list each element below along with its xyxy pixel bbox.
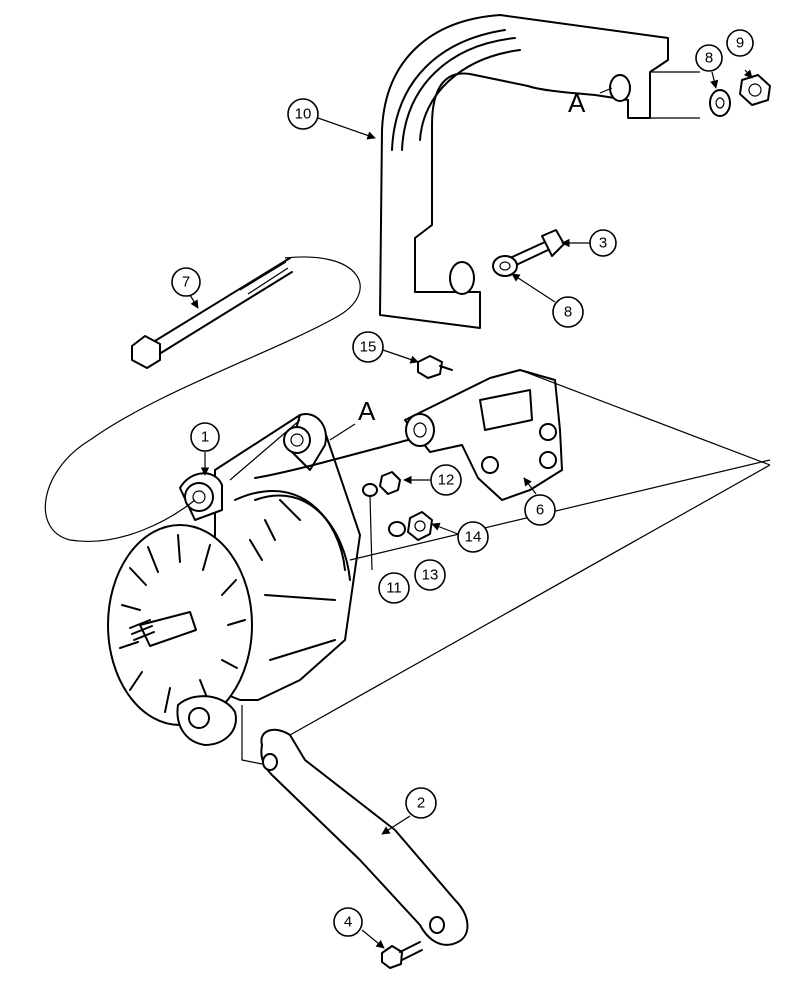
svg-text:6: 6 (536, 502, 544, 519)
part-6-support-block (404, 369, 563, 501)
callout-4: 4 (333, 907, 363, 937)
leader-lines (189, 69, 753, 949)
part-14-nut (407, 511, 433, 541)
svg-text:3: 3 (599, 235, 607, 252)
part-2-adjusting-strap (260, 728, 469, 946)
reference-letter-a-middle: A (358, 396, 376, 426)
part-3-bolt (509, 229, 565, 267)
callout-8-middle: 8 (552, 296, 584, 328)
svg-text:7: 7 (182, 274, 190, 291)
assembly-phantom-lines (44, 256, 771, 765)
svg-text:15: 15 (360, 339, 377, 356)
svg-text:8: 8 (705, 50, 713, 67)
callout-8-top: 8 (695, 44, 723, 72)
svg-text:9: 9 (736, 35, 744, 52)
reference-letter-a-top: A (568, 88, 586, 118)
callout-15: 15 (352, 331, 384, 363)
svg-text:12: 12 (438, 472, 455, 489)
callout-6: 6 (524, 494, 556, 526)
part-4-bolt (381, 941, 423, 969)
callout-10: 10 (287, 98, 319, 130)
part-9-nut-top (739, 74, 771, 106)
callout-9: 9 (726, 29, 754, 57)
part-13-lock-washer (388, 521, 406, 537)
part-10-upper-bracket (379, 14, 700, 329)
part-7-long-bolt (131, 257, 293, 369)
callout-2: 2 (405, 787, 437, 819)
callout-14: 14 (457, 521, 489, 553)
part-1-alternator (107, 413, 361, 746)
callout-13: 13 (414, 559, 446, 591)
part-15-screw (417, 355, 453, 379)
svg-text:14: 14 (465, 529, 482, 546)
svg-text:1: 1 (201, 429, 209, 446)
callout-12: 12 (430, 464, 462, 496)
part-11-lock-washer (362, 483, 378, 497)
callout-7: 7 (171, 267, 201, 297)
callout-11: 11 (378, 572, 410, 604)
callout-1: 1 (190, 422, 220, 452)
part-8-washer-top (709, 89, 731, 117)
svg-text:4: 4 (344, 914, 352, 931)
part-8-washer-middle (492, 255, 518, 277)
svg-text:10: 10 (295, 106, 312, 123)
part-12-nut (379, 471, 401, 495)
callout-3: 3 (589, 229, 617, 257)
svg-text:2: 2 (417, 795, 425, 812)
svg-text:13: 13 (422, 567, 439, 584)
svg-text:11: 11 (386, 580, 402, 597)
svg-text:8: 8 (564, 304, 572, 321)
